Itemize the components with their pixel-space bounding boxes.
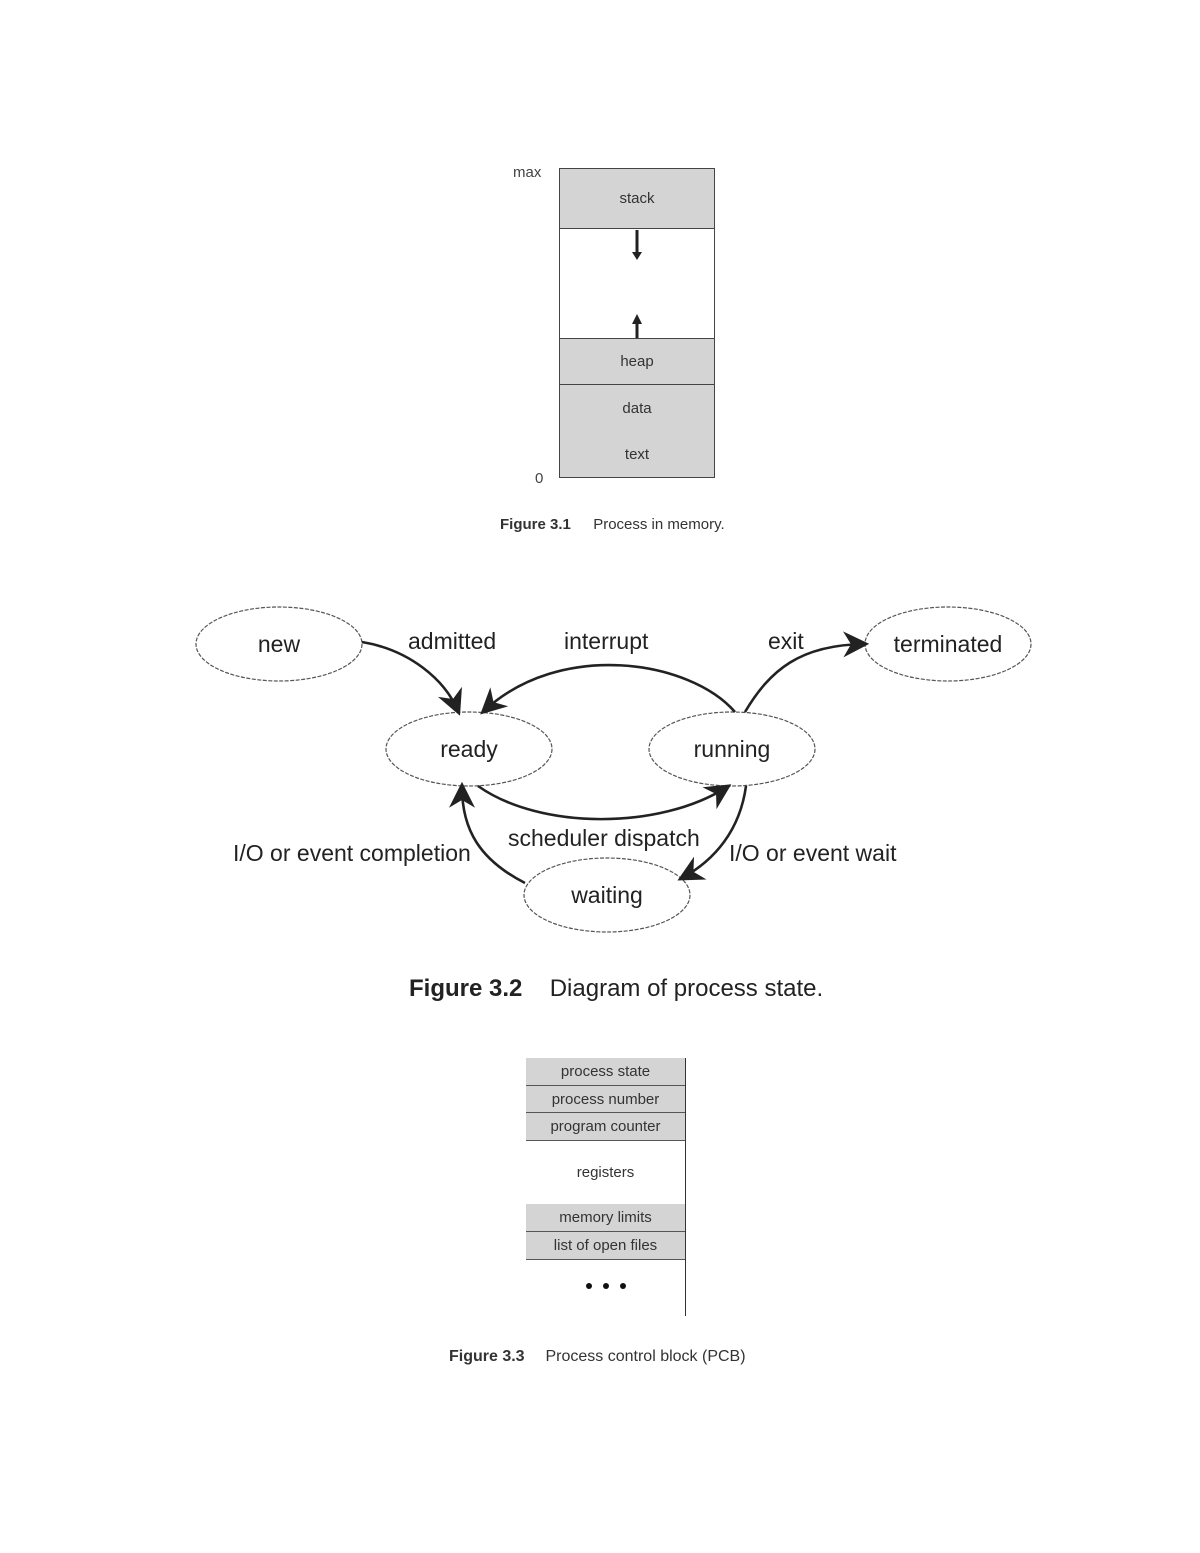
state-ready: ready <box>385 711 553 787</box>
pcb-program-counter-label: program counter <box>550 1118 661 1135</box>
state-new: new <box>195 606 363 682</box>
pcb-divider <box>526 1085 685 1086</box>
state-new-label: new <box>258 631 301 657</box>
label-io-event-completion: I/O or event completion <box>233 840 471 866</box>
label-io-event-wait: I/O or event wait <box>729 840 897 866</box>
edge-exit <box>743 631 870 713</box>
heap-segment: heap <box>560 339 714 384</box>
edge-interrupt <box>480 663 736 715</box>
pcb-process-number-label: process number <box>551 1090 660 1108</box>
data-boundary <box>560 384 714 385</box>
stack-segment: stack <box>560 169 714 228</box>
pcb-registers: registers <box>526 1141 685 1204</box>
figure-3-1-caption: Figure 3.1 Process in memory. <box>500 516 725 533</box>
caption-number: Figure 3.2 <box>409 975 523 1002</box>
growth-arrows <box>632 230 642 338</box>
pcb-memory-limits-label: memory limits <box>559 1209 652 1226</box>
edge-io-event-wait <box>677 785 748 881</box>
process-control-block: process state process number program cou… <box>526 1058 686 1316</box>
state-waiting: waiting <box>523 857 691 933</box>
pcb-divider <box>526 1259 685 1260</box>
memory-layout: stack heap data text <box>559 168 715 478</box>
pcb-process-state-label: process state <box>560 1063 651 1080</box>
ellipsis-dot <box>585 1283 592 1289</box>
stack-boundary <box>560 228 714 229</box>
caption-text: Process in memory. <box>593 516 725 533</box>
pcb-open-files-label: list of open files <box>553 1237 658 1254</box>
data-segment: data <box>560 385 714 431</box>
heap-boundary <box>560 338 714 339</box>
pcb-divider <box>526 1112 685 1113</box>
label-interrupt: interrupt <box>564 628 649 654</box>
caption-number: Figure 3.1 <box>500 516 571 533</box>
down-arrow-icon <box>632 252 642 260</box>
up-arrow-icon <box>632 314 642 324</box>
edge-scheduler-dispatch <box>477 784 732 821</box>
state-terminated-label: terminated <box>894 631 1003 657</box>
stack-label: stack <box>619 190 655 207</box>
edge-admitted <box>361 640 462 716</box>
pcb-process-state: process state <box>526 1058 685 1085</box>
label-admitted: admitted <box>408 628 496 654</box>
label-scheduler-dispatch: scheduler dispatch <box>508 825 700 851</box>
state-waiting-label: waiting <box>570 882 643 908</box>
edge-io-event-completion <box>449 781 526 885</box>
zero-address-label: 0 <box>535 470 544 487</box>
pcb-open-files: list of open files <box>526 1232 685 1259</box>
state-ready-label: ready <box>440 736 498 762</box>
pcb-process-number: process number <box>526 1086 685 1112</box>
label-exit: exit <box>768 628 804 654</box>
heap-label: heap <box>620 353 654 370</box>
state-running-label: running <box>694 736 771 762</box>
pcb-divider <box>526 1140 685 1141</box>
ellipsis-dot <box>619 1283 626 1289</box>
caption-number: Figure 3.3 <box>449 1348 525 1365</box>
state-terminated: terminated <box>864 606 1032 682</box>
pcb-registers-label: registers <box>576 1164 635 1181</box>
state-running: running <box>648 711 816 787</box>
figure-3-2-caption: Figure 3.2 Diagram of process state. <box>409 975 823 1003</box>
data-label: data <box>622 399 652 417</box>
pcb-right-border <box>685 1058 686 1316</box>
text-label: text <box>624 445 650 463</box>
ellipsis-icon <box>526 1283 685 1289</box>
pcb-program-counter: program counter <box>526 1113 685 1140</box>
pcb-divider <box>526 1231 685 1232</box>
caption-text: Diagram of process state. <box>549 975 824 1002</box>
pcb-memory-limits: memory limits <box>526 1204 685 1231</box>
ellipsis-dot <box>602 1283 609 1289</box>
max-address-label: max <box>513 164 542 181</box>
text-segment: text <box>560 431 714 477</box>
figure-3-3-caption: Figure 3.3 Process control block (PCB) <box>449 1348 746 1366</box>
caption-text: Process control block (PCB) <box>545 1348 746 1365</box>
